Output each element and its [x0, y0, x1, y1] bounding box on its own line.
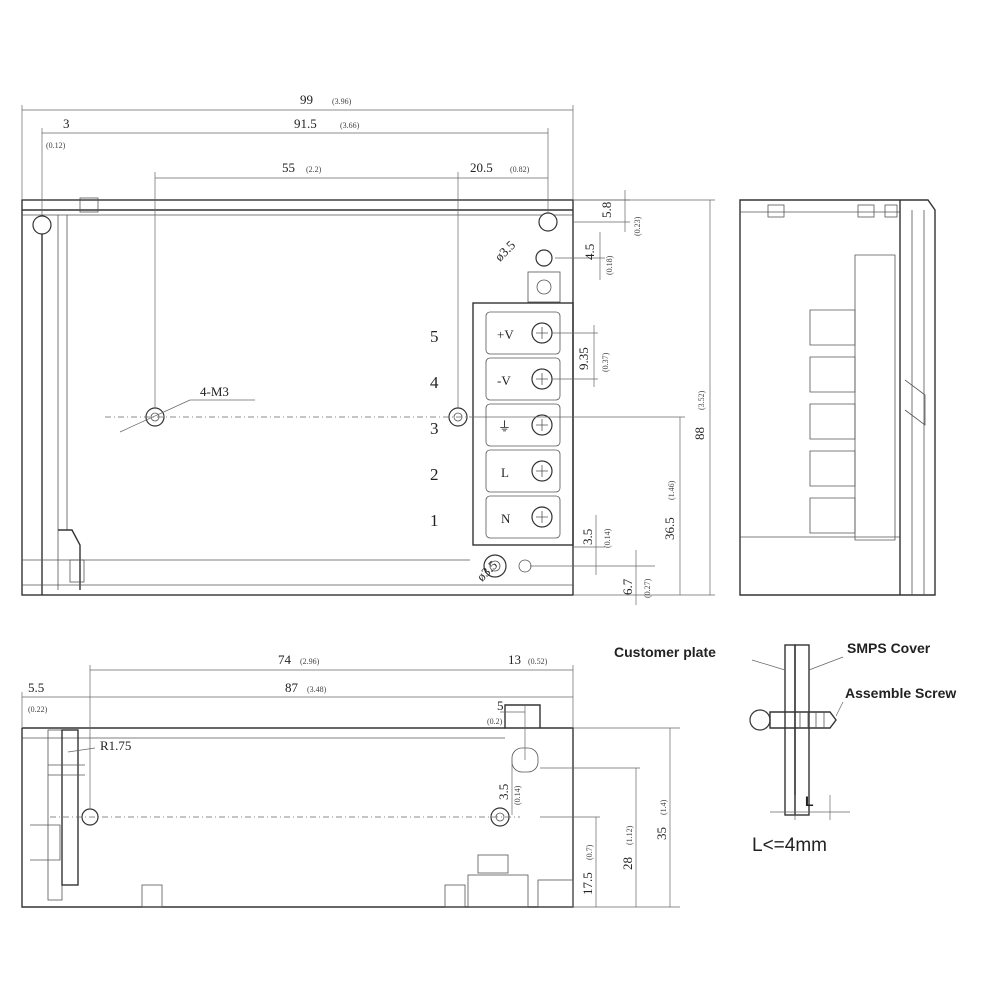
svg-text:(3.66): (3.66): [340, 121, 360, 130]
svg-text:(0.37): (0.37): [601, 352, 610, 372]
mount-hole-bottom: [483, 554, 507, 578]
svg-text:(0.2): (0.2): [487, 717, 503, 726]
screw-head: [749, 709, 771, 731]
radius-label: R1.75: [100, 738, 131, 753]
svg-text:(0.27): (0.27): [643, 578, 652, 598]
terminal-3-label: ⏚: [498, 419, 511, 434]
dim-20-5: 20.5: [470, 160, 493, 175]
mount-hole-top-left: [32, 215, 52, 235]
m3-label: 4-M3: [200, 384, 229, 399]
terminal-3-number: 3: [430, 419, 439, 438]
dim-3-5: 3.5: [580, 529, 595, 545]
front-view-outline: [21, 704, 574, 908]
terminal-1-label: N: [501, 511, 511, 526]
hole-dia-top: ø3.5: [492, 237, 519, 264]
terminal-block: [472, 302, 574, 546]
svg-text:(1.46): (1.46): [667, 480, 676, 500]
side-view-outline: [739, 199, 936, 596]
front-view: 74 (2.96) 13 (0.52) 5.5 (0.22) 87 (3.48)…: [21, 652, 680, 908]
dim-87: 87: [285, 680, 299, 695]
dim-35: 35: [654, 827, 669, 840]
svg-text:(0.14): (0.14): [513, 785, 522, 805]
svg-text:(0.12): (0.12): [46, 141, 66, 150]
side-view: [739, 199, 936, 596]
svg-text:(3.48): (3.48): [307, 685, 327, 694]
dim-4-5: 4.5: [582, 244, 597, 260]
label-smps-cover: SMPS Cover: [847, 640, 931, 656]
length-rule: L<=4mm: [752, 835, 827, 856]
top-view: 4-M3 +V -V ⏚ L N 5 4 3 2 1 99 (3.96): [21, 92, 715, 605]
terminal-5-label: +V: [497, 327, 514, 342]
dim-6-7: 6.7: [620, 578, 635, 595]
terminal-2-number: 2: [430, 465, 439, 484]
dim-36-5: 36.5: [662, 517, 677, 540]
svg-text:(0.23): (0.23): [633, 216, 642, 236]
terminal-2-label: L: [501, 465, 509, 480]
dim-55: 55: [282, 160, 295, 175]
mount-hole-top-right: [538, 212, 558, 232]
svg-text:(0.18): (0.18): [605, 255, 614, 275]
smps-cover: [794, 644, 810, 816]
dim-3-5-front: 3.5: [496, 784, 511, 800]
svg-text:(3.52): (3.52): [697, 390, 706, 410]
label-customer-plate: Customer plate: [614, 644, 716, 660]
dim-3: 3: [63, 116, 70, 131]
length-symbol: L: [805, 793, 814, 809]
dim-74: 74: [278, 652, 292, 667]
dim-17-5: 17.5: [580, 872, 595, 895]
svg-text:(1.4): (1.4): [659, 799, 668, 815]
dim-5-8: 5.8: [599, 202, 614, 218]
dim-99: 99: [300, 92, 313, 107]
dim-88: 88: [692, 427, 707, 440]
terminal-1-number: 1: [430, 511, 439, 530]
svg-text:(2.96): (2.96): [300, 657, 320, 666]
customer-plate: [784, 644, 796, 816]
terminal-4-number: 4: [430, 373, 439, 392]
screw-detail: Customer plate SMPS Cover Assemble Screw…: [614, 640, 956, 856]
svg-text:(0.82): (0.82): [510, 165, 530, 174]
terminal-5-number: 5: [430, 327, 439, 346]
svg-text:(2.2): (2.2): [306, 165, 322, 174]
dim-91-5: 91.5: [294, 116, 317, 131]
dim-28: 28: [620, 857, 635, 870]
dim-9-35: 9.35: [576, 347, 591, 370]
label-assemble-screw: Assemble Screw: [845, 685, 956, 701]
svg-text:(1.12): (1.12): [625, 825, 634, 845]
terminal-4-label: -V: [497, 373, 511, 388]
dim-5-5: 5.5: [28, 680, 44, 695]
dim-13: 13: [508, 652, 521, 667]
dim-5: 5: [497, 698, 504, 713]
svg-text:(0.14): (0.14): [603, 528, 612, 548]
svg-text:(0.52): (0.52): [528, 657, 548, 666]
svg-text:(0.22): (0.22): [28, 705, 48, 714]
top-view-outline: [21, 199, 574, 596]
screw-shank: [769, 711, 837, 729]
svg-text:(3.96): (3.96): [332, 97, 352, 106]
svg-text:(0.7): (0.7): [585, 844, 594, 860]
